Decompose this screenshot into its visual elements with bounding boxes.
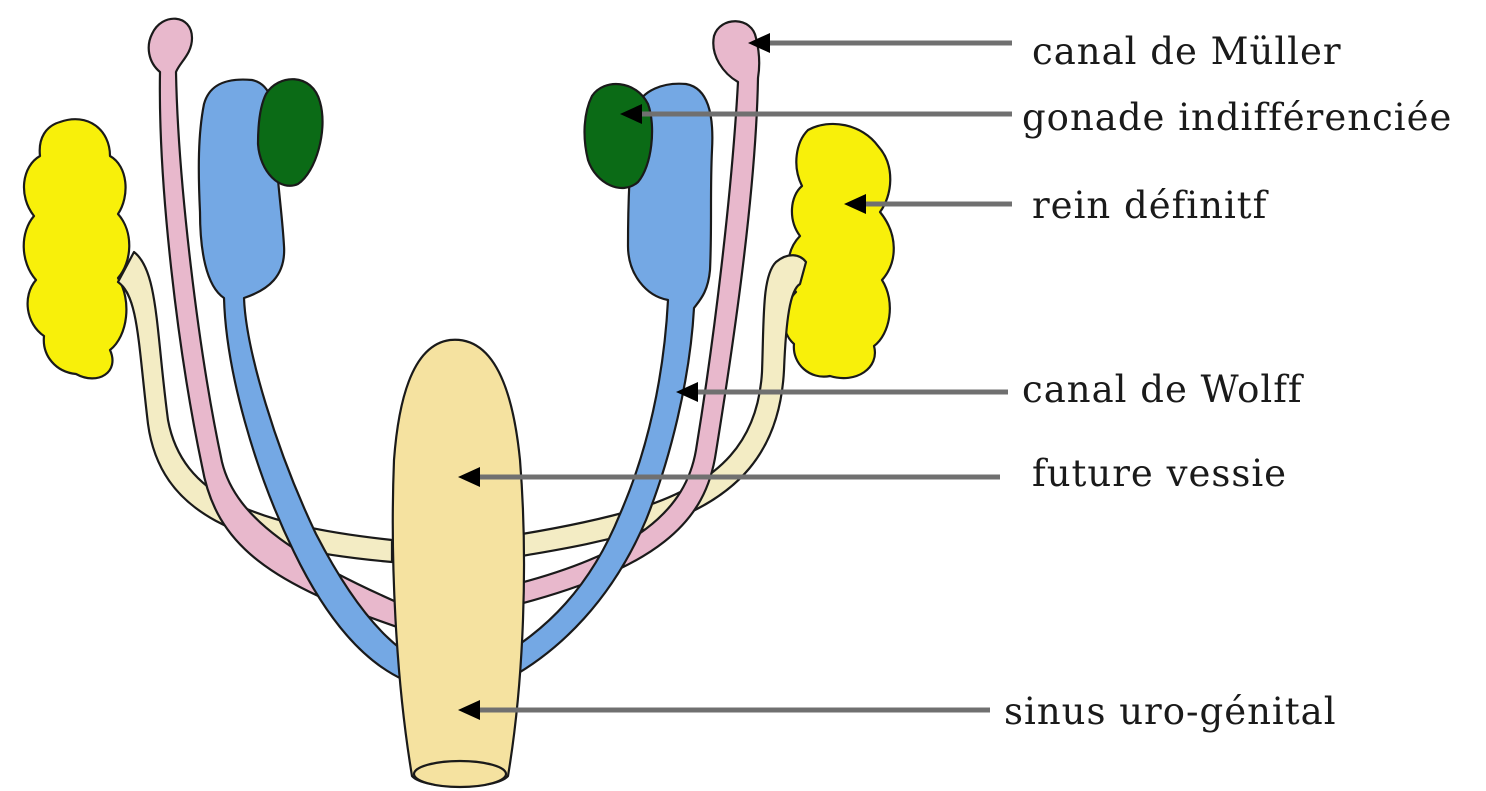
future-bladder-sinus: [393, 340, 524, 787]
right-gonad: [585, 84, 653, 188]
label-indifferent-gonad: gonade indifférenciée: [1022, 96, 1452, 139]
sinus-opening: [414, 761, 506, 787]
label-mullerian-duct: canal de Müller: [1032, 30, 1342, 73]
left-gonad: [258, 79, 323, 186]
label-wolffian-duct: canal de Wolff: [1022, 368, 1304, 411]
label-future-bladder: future vessie: [1032, 452, 1287, 495]
right-kidney: [784, 124, 893, 378]
label-urogenital-sinus: sinus uro-génital: [1004, 690, 1337, 733]
label-definitive-kidney: rein définitf: [1032, 184, 1269, 227]
left-kidney: [24, 119, 130, 378]
